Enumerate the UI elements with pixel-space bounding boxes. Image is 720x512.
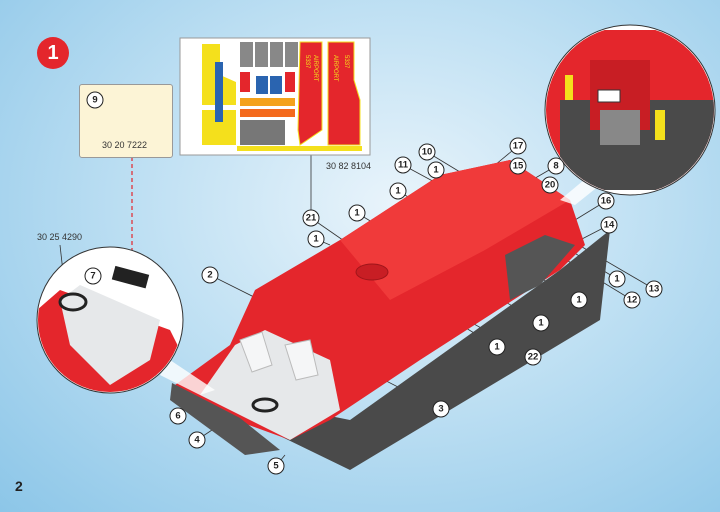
- sticker-text: AIRPORT: [312, 55, 318, 82]
- part-number: 30 20 7222: [102, 140, 148, 150]
- callout: 1: [532, 314, 550, 332]
- page-number: 2: [15, 478, 23, 494]
- sticker-text: 5337: [304, 55, 310, 69]
- callout: 17: [509, 137, 527, 155]
- callout: 1: [307, 230, 325, 248]
- callout: 9: [86, 91, 104, 109]
- callout: 1: [570, 291, 588, 309]
- callout: 2: [201, 266, 219, 284]
- callout: 21: [302, 209, 320, 227]
- sticker-text: AIRPORT: [332, 55, 338, 82]
- callout: 1: [427, 161, 445, 179]
- callout: 6: [169, 407, 187, 425]
- callout: 11: [394, 156, 412, 174]
- callout: 13: [645, 280, 663, 298]
- callout: 7: [84, 267, 102, 285]
- callout: 4: [188, 431, 206, 449]
- vehicle-body: [170, 160, 610, 470]
- part-number: 30 82 8104: [326, 161, 372, 171]
- step-number: 1: [37, 37, 69, 69]
- sticker-sheet: [179, 37, 371, 156]
- callout: 16: [597, 192, 615, 210]
- callout: 1: [348, 204, 366, 222]
- detail-circle-rear: [544, 24, 716, 205]
- callout: 14: [600, 216, 618, 234]
- callout: 1: [488, 338, 506, 356]
- callout: 3: [432, 400, 450, 418]
- part-number: 30 25 4290: [37, 232, 83, 242]
- sticker-text: 5337: [343, 55, 349, 69]
- callout: 20: [541, 176, 559, 194]
- callout: 15: [509, 157, 527, 175]
- callout: 22: [524, 348, 542, 366]
- callout: 12: [623, 291, 641, 309]
- callout: 8: [547, 157, 565, 175]
- callout: 1: [389, 182, 407, 200]
- callout: 1: [608, 270, 626, 288]
- callout: 5: [267, 457, 285, 475]
- callout: 10: [418, 143, 436, 161]
- detail-circle-cabin: [36, 246, 215, 395]
